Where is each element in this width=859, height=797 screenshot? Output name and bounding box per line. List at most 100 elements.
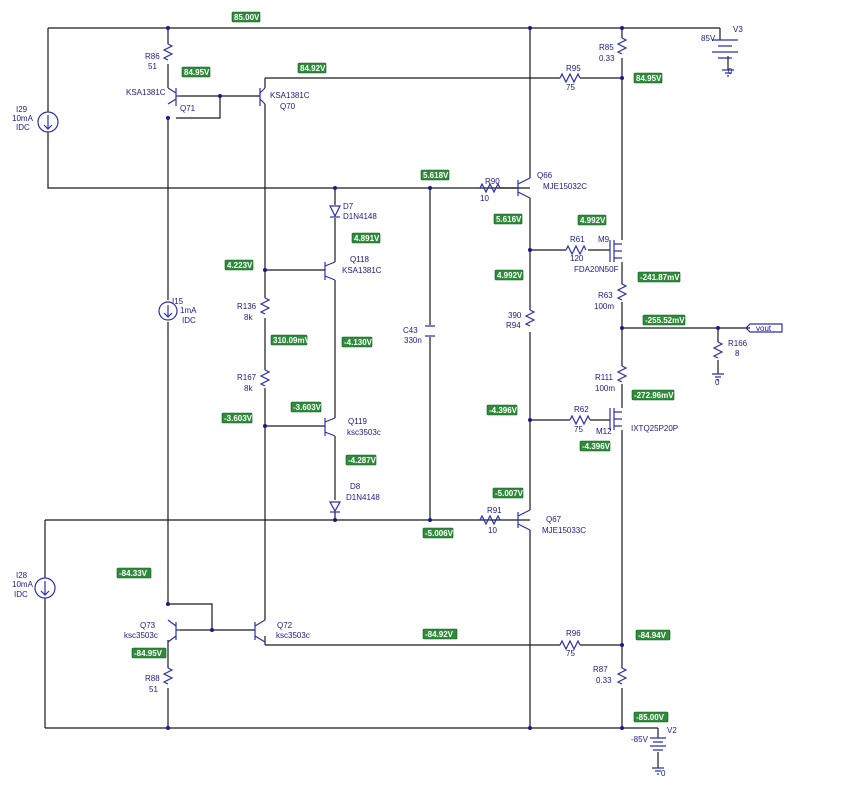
voltage-probes: 85.00V 84.95V 84.92V 84.95V 5.618V 5.616…	[116, 11, 686, 723]
resistor-R96-symbol	[559, 639, 581, 651]
voltage-probe-1[interactable]: 85.00V	[231, 11, 261, 23]
label-V2-ground: 0	[661, 769, 666, 778]
label-R88-name: R88	[145, 674, 160, 683]
label-R62-value: 75	[574, 425, 583, 434]
voltage-probe-15[interactable]: -3.603V	[290, 401, 322, 413]
resistor-R87-symbol	[616, 667, 628, 685]
svg-text:84.95V: 84.95V	[636, 74, 662, 83]
voltage-probe-13[interactable]: -241.87mV	[637, 271, 681, 283]
voltage-probe-14[interactable]: -255.52mV	[642, 314, 686, 326]
component-labels: R86 51 KSA1381C Q71 KSA1381C Q70 I29 10m…	[12, 25, 772, 778]
label-R95-name: R95	[566, 64, 581, 73]
svg-text:-241.87mV: -241.87mV	[640, 273, 680, 282]
label-I29-type: IDC	[16, 123, 30, 132]
label-R166-ground: 0	[715, 378, 720, 387]
resistor-R63-symbol	[616, 283, 628, 301]
voltage-probe-7[interactable]: 4.992V	[577, 214, 607, 226]
voltage-probe-23[interactable]: -84.33V	[116, 567, 152, 579]
junctions	[166, 26, 720, 730]
label-Q66-type: MJE15032C	[543, 182, 587, 191]
voltage-probe-4[interactable]: 84.95V	[633, 72, 663, 84]
resistor-R62-symbol	[569, 414, 591, 426]
voltage-probe-22[interactable]: -5.006V	[422, 527, 454, 539]
resistor-R95-symbol	[559, 72, 581, 84]
label-Q71-type: KSA1381C	[126, 88, 166, 97]
svg-text:-84.95V: -84.95V	[134, 649, 163, 658]
label-I28-type: IDC	[14, 590, 28, 599]
voltage-probe-6[interactable]: 5.616V	[493, 213, 523, 225]
label-R87-value: 0.33	[596, 676, 612, 685]
svg-text:4.992V: 4.992V	[580, 216, 606, 225]
label-V3-ground: 0	[728, 67, 733, 76]
voltage-probe-25[interactable]: -84.95V	[131, 647, 167, 659]
voltage-probe-8[interactable]: 4.891V	[351, 232, 381, 244]
label-R86-value: 51	[148, 62, 157, 71]
label-Q67-name: Q67	[546, 515, 562, 524]
components	[34, 37, 783, 775]
voltage-probe-2[interactable]: 84.95V	[181, 66, 211, 78]
label-R88-value: 51	[149, 685, 158, 694]
label-Q118-type: KSA1381C	[342, 266, 382, 275]
label-V2-value: -85V	[631, 735, 649, 744]
label-R86-name: R86	[145, 52, 160, 61]
resistor-R91-symbol	[479, 514, 501, 526]
voltage-probe-11[interactable]: 310.09mV	[270, 334, 311, 346]
label-R136-value: 8k	[244, 313, 253, 322]
diode-D8-symbol	[328, 501, 342, 513]
label-R85-value: 0.33	[599, 54, 615, 63]
transistor-Q119-symbol	[324, 417, 336, 437]
capacitor-C43-symbol	[425, 325, 435, 337]
svg-text:-5.007V: -5.007V	[495, 489, 524, 498]
voltage-probe-18[interactable]: -4.396V	[486, 404, 518, 416]
svg-text:-4.396V: -4.396V	[582, 442, 611, 451]
voltage-probe-24[interactable]: -84.92V	[422, 628, 458, 640]
voltage-probe-21[interactable]: -5.007V	[492, 487, 524, 499]
svg-text:-4.287V: -4.287V	[348, 456, 377, 465]
svg-text:-4.396V: -4.396V	[489, 406, 518, 415]
resistor-R86-symbol	[162, 43, 174, 61]
resistor-R166-symbol	[712, 341, 724, 359]
label-I29-name: I29	[16, 105, 28, 114]
label-R63-value: 100m	[594, 302, 614, 311]
label-R85-name: R85	[599, 43, 614, 52]
label-I29-value: 10mA	[12, 114, 34, 123]
label-V3-value: 85V	[701, 34, 716, 43]
label-D8-type: D1N4148	[346, 493, 380, 502]
voltage-probe-12[interactable]: -4.130V	[341, 336, 373, 348]
voltage-probe-16[interactable]: -3.603V	[221, 412, 253, 424]
label-Q70-type: KSA1381C	[270, 91, 310, 100]
svg-text:-84.92V: -84.92V	[425, 630, 454, 639]
voltage-probe-5[interactable]: 5.618V	[420, 169, 450, 181]
label-D8-name: D8	[350, 482, 361, 491]
label-R90-value: 10	[480, 194, 489, 203]
voltage-probe-19[interactable]: -4.287V	[345, 454, 377, 466]
svg-text:-84.94V: -84.94V	[638, 631, 667, 640]
label-R94-value: 390	[508, 311, 522, 320]
ground-V2-symbol	[652, 767, 664, 775]
voltage-probe-27[interactable]: -85.00V	[633, 711, 669, 723]
transistor-Q72-symbol	[254, 619, 266, 643]
voltage-probe-9[interactable]: 4.223V	[224, 259, 254, 271]
transistor-Q66-symbol	[517, 177, 531, 199]
voltage-probe-3[interactable]: 84.92V	[297, 62, 327, 74]
label-R136-name: R136	[237, 302, 257, 311]
output-port	[745, 323, 783, 333]
svg-text:4.992V: 4.992V	[497, 271, 523, 280]
voltage-probe-26[interactable]: -84.94V	[635, 629, 671, 641]
voltage-probe-17[interactable]: -272.96mV	[631, 389, 675, 401]
label-Q118-name: Q118	[350, 255, 370, 264]
voltage-probe-10[interactable]: 4.992V	[494, 269, 524, 281]
svg-text:-3.603V: -3.603V	[293, 403, 322, 412]
label-I28-value: 10mA	[12, 580, 34, 589]
label-Q119-name: Q119	[348, 417, 368, 426]
transistor-Q67-symbol	[517, 509, 531, 531]
resistor-R61-symbol	[565, 244, 587, 256]
voltage-probe-20[interactable]: -4.396V	[579, 440, 611, 452]
transistor-Q118-symbol	[324, 261, 336, 281]
label-R167-value: 8k	[244, 384, 253, 393]
svg-text:-255.52mV: -255.52mV	[645, 316, 685, 325]
label-R91-name: R91	[487, 506, 502, 515]
svg-text:85.00V: 85.00V	[234, 13, 260, 22]
label-R95-value: 75	[566, 83, 575, 92]
current-source-I15-symbol	[158, 301, 178, 321]
